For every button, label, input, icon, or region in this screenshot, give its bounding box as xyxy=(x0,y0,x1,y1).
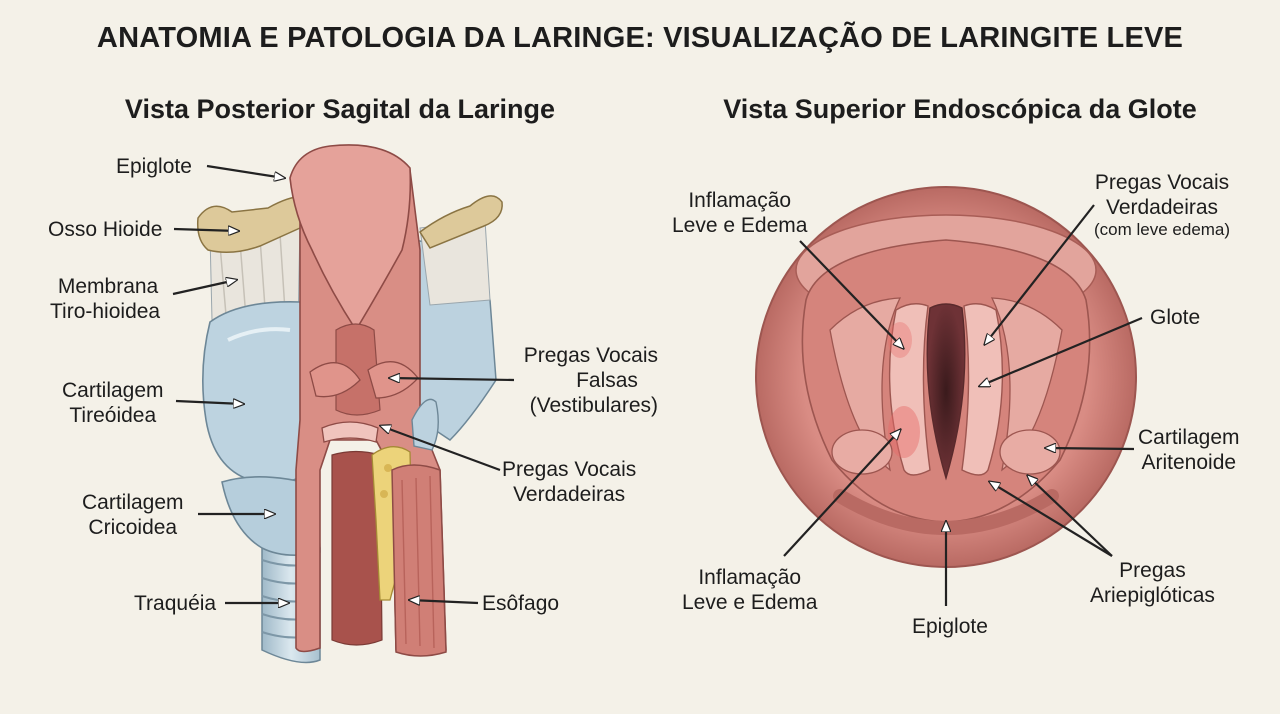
label-membrana-tiro-hioidea: Membrana Tiro-hioidea xyxy=(50,274,160,324)
label-aritenoide-line1: Cartilagem xyxy=(1138,426,1240,449)
arrow-inflamacao-top xyxy=(799,240,903,348)
aryepiglottic-fold-left-shape xyxy=(829,297,902,472)
label-verdadeiras-line1: Pregas Vocais xyxy=(502,458,637,481)
label-cartilagem-aritenoide: Cartilagem Aritenoide xyxy=(1138,425,1240,475)
label-verdadeiras-line2: Verdadeiras xyxy=(513,483,626,506)
label-ariepi-line1: Pregas xyxy=(1119,559,1186,582)
label-inflam-bot-line1: Inflamação xyxy=(698,566,802,589)
label-falsas-line3: (Vestibulares) xyxy=(529,394,658,417)
label-inflam-top-line2: Leve e Edema xyxy=(672,214,808,237)
label-cricoidea-line2: Cricoidea xyxy=(88,516,178,539)
right-panel-title: Vista Superior Endoscópica da Glote xyxy=(723,94,1197,124)
label-pregas-line1: Pregas Vocais xyxy=(1094,171,1230,194)
label-membrana-line1: Membrana xyxy=(57,275,159,298)
arrow-epiglote xyxy=(206,164,284,178)
true-vocal-fold-shape xyxy=(321,421,379,443)
label-tireoidea-line2: Tireóidea xyxy=(69,404,157,427)
label-inflam-bot-line2: Leve e Edema xyxy=(682,591,818,614)
main-title: ANATOMIA E PATOLOGIA DA LARINGE: VISUALI… xyxy=(96,22,1184,54)
tracheal-lumen-shape xyxy=(331,450,383,646)
arytenoid-shape xyxy=(999,429,1061,475)
label-pregas-vocais-falsas: Pregas Vocais Falsas (Vestibulares) xyxy=(516,343,658,418)
arrow-tireoidea xyxy=(175,401,243,404)
label-cartilagem-tireoidea: Cartilagem Tireóidea xyxy=(62,378,164,428)
arrow-osso-hioide xyxy=(173,229,238,231)
label-falsas-line1: Pregas Vocais xyxy=(523,344,658,367)
label-cricoidea-line1: Cartilagem xyxy=(82,491,184,514)
label-aritenoide-line2: Aritenoide xyxy=(1141,451,1237,474)
arrow-ariepi-1 xyxy=(990,482,1113,557)
glottis-opening-shape xyxy=(926,303,966,481)
label-pregas-ariepigloticas: Pregas Ariepiglóticas xyxy=(1090,558,1215,608)
arrow-pregas-vocais xyxy=(985,204,1095,344)
arrow-inflamacao-bottom xyxy=(783,430,900,557)
label-epiglote: Epiglote xyxy=(116,155,192,178)
label-glote: Glote xyxy=(1150,306,1201,329)
label-inflamacao-bottom: Inflamação Leve e Edema xyxy=(682,565,817,615)
label-epiglote-right: Epiglote xyxy=(912,615,988,638)
arrow-glote xyxy=(980,316,1143,386)
label-osso-hioide: Osso Hioide xyxy=(48,218,163,241)
label-inflam-top-line1: Inflamação xyxy=(688,189,792,212)
label-pregas-vocais-verdadeiras-right: Pregas Vocais Verdadeiras (com leve edem… xyxy=(1094,170,1230,240)
label-traqueia: Traquéia xyxy=(134,592,217,615)
arrow-esofago xyxy=(410,600,479,603)
arrow-pregas-falsas xyxy=(390,378,515,380)
label-inflamacao-top: Inflamação Leve e Edema xyxy=(672,188,807,238)
label-pregas-line3: (com leve edema) xyxy=(1094,220,1231,239)
label-esofago: Esôfago xyxy=(482,592,560,615)
arrow-membrana xyxy=(172,280,236,296)
glottis-endoscopic-illustration xyxy=(755,186,1137,568)
label-pregas-vocais-verdadeiras: Pregas Vocais Verdadeiras xyxy=(502,457,636,507)
label-falsas-line2: Falsas xyxy=(576,369,638,392)
label-cartilagem-cricoidea: Cartilagem Cricoidea xyxy=(82,490,184,540)
larynx-sagittal-illustration xyxy=(196,144,503,664)
label-tireoidea-line1: Cartilagem xyxy=(62,379,164,402)
left-panel-title: Vista Posterior Sagital da Laringe xyxy=(124,94,556,124)
label-ariepi-line2: Ariepiglóticas xyxy=(1090,584,1215,607)
false-vocal-fold-shape xyxy=(309,362,361,398)
arrow-pregas-verdadeiras xyxy=(381,426,501,472)
arrow-aritenoide xyxy=(1046,448,1135,449)
epiglottis-shape xyxy=(289,144,412,332)
leader-arrows xyxy=(172,164,1143,606)
label-membrana-line2: Tiro-hioidea xyxy=(50,300,161,323)
arrow-ariepi-2 xyxy=(1028,476,1113,557)
label-pregas-line2: Verdadeiras xyxy=(1105,196,1219,219)
